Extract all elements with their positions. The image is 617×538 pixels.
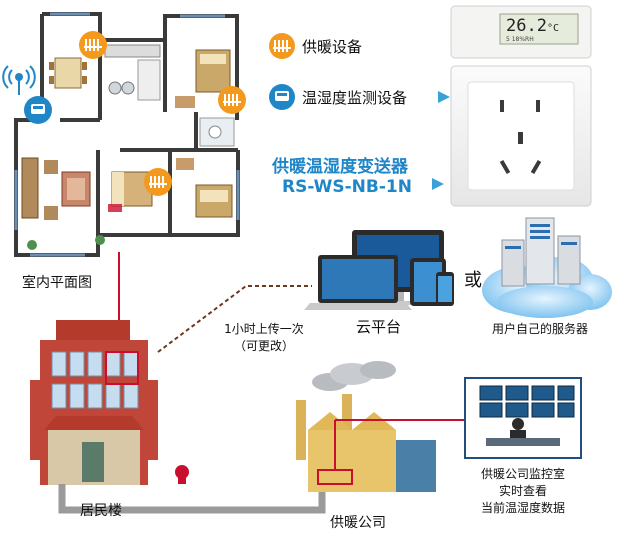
sensor-icon <box>24 96 52 124</box>
server-cloud <box>482 217 612 318</box>
heating-company-label: 供暖公司 <box>330 515 386 531</box>
monitor-room-line2: 实时查看 <box>498 484 547 498</box>
monitor-room-line1: 供暖公司监控室 <box>480 467 565 481</box>
legend-sensor-icon <box>269 84 295 110</box>
residential-building <box>30 320 189 485</box>
wireless-signal-icon <box>2 65 36 95</box>
legend-sensor-label: 温湿度监测设备 <box>302 89 408 107</box>
legend-heating-label: 供暖设备 <box>302 38 363 56</box>
arrow-right-icon <box>432 91 450 190</box>
legend-heater-icon <box>269 33 295 59</box>
product-name: 供暖温湿度变送器 <box>272 157 408 177</box>
upload-interval-line1: 1小时上传一次 <box>224 322 304 336</box>
monitor-room-line3: 当前温湿度数据 <box>480 501 565 515</box>
cloud-platform-label: 云平台 <box>356 318 402 336</box>
heater-icon <box>144 168 172 196</box>
temperature-reading: 26.2°C <box>506 16 559 36</box>
product-model: RS-WS-NB-1N <box>282 177 412 197</box>
humidity-reading: 5 18%RH <box>506 36 534 43</box>
own-server-label: 用户自己的服务器 <box>492 322 589 336</box>
heating-pipe <box>58 484 326 514</box>
upload-interval-line2: （可更改） <box>233 339 294 353</box>
heater-icon <box>218 86 246 114</box>
upload-dashed-line <box>157 285 312 353</box>
monitor-room-label: 供暖公司监控室 实时查看 当前温湿度数据 <box>458 466 588 517</box>
temperature-unit: °C <box>546 23 559 34</box>
socket-plate <box>450 65 592 207</box>
residential-building-label: 居民楼 <box>80 503 122 519</box>
temperature-value: 26.2 <box>506 16 547 36</box>
cloud-platform-devices <box>304 230 454 310</box>
heating-plant <box>296 361 466 492</box>
upload-interval-label: 1小时上传一次 （可更改） <box>214 320 314 354</box>
heater-icon <box>79 31 107 59</box>
sensor-display-device <box>450 5 592 59</box>
floor-plan <box>14 12 244 264</box>
floor-plan-label: 室内平面图 <box>22 275 92 291</box>
monitoring-room <box>464 377 582 459</box>
or-label: 或 <box>464 270 482 291</box>
